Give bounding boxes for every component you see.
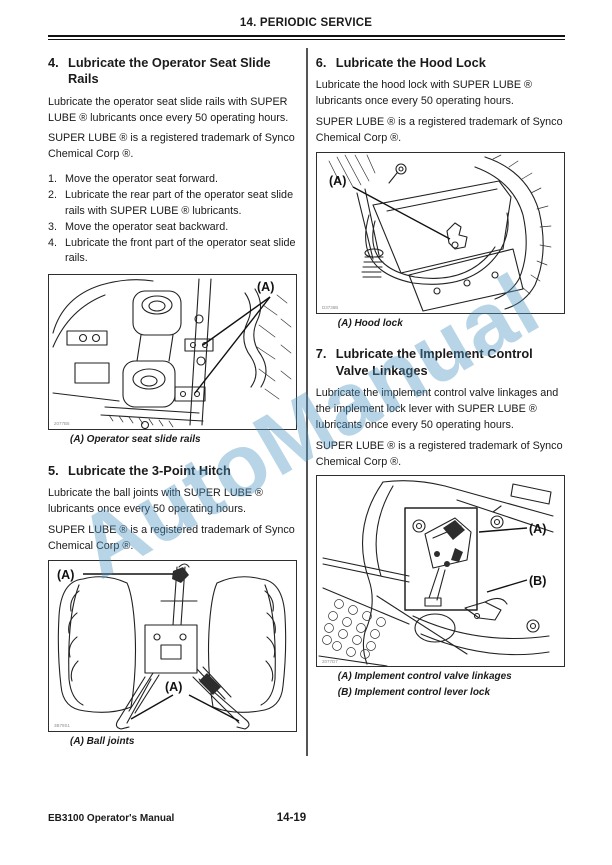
section-4-heading: 4. Lubricate the Operator Seat Slide Rai… xyxy=(48,55,297,88)
figure-caption: (A) Ball joints xyxy=(70,735,135,747)
footer-manual-title: EB3100 Operator's Manual xyxy=(48,813,175,824)
right-column: 6. Lubricate the Hood Lock Lubricate the… xyxy=(315,45,565,756)
page-header: 14. PERIODIC SERVICE xyxy=(0,0,612,40)
step-item: 2. Lubricate the rear part of the operat… xyxy=(48,188,297,220)
figure-label-a-top: (A) xyxy=(57,568,74,582)
figure-code: 3B79S1 xyxy=(54,723,71,728)
step-number: 4. xyxy=(48,236,58,249)
step-item: 1. Move the operator seat forward. xyxy=(48,172,297,188)
section-title: Lubricate the Hood Lock xyxy=(335,55,486,70)
trademark-paragraph: SUPER LUBE ® is a registered trademark o… xyxy=(315,439,563,468)
section-number: 5. xyxy=(48,462,59,478)
chapter-title: 14. PERIODIC SERVICE xyxy=(239,17,373,29)
step-item: 3. Move the operator seat backward. xyxy=(48,220,297,236)
trademark-paragraph: SUPER LUBE ® is a registered trademark o… xyxy=(315,116,563,144)
step-text: Move the operator seat forward. xyxy=(65,173,219,186)
trademark-paragraph: SUPER LUBE ® is a registered trademark o… xyxy=(48,132,295,161)
figure-code: D3738B xyxy=(322,305,338,310)
body-paragraph: Lubricate the hood lock with SUPER LUBE … xyxy=(315,79,532,108)
footer-page-number: 14-19 xyxy=(276,812,307,824)
body-paragraph: Lubricate the implement control valve li… xyxy=(315,387,559,431)
step-item: 4. Lubricate the front part of the opera… xyxy=(48,236,297,268)
step-number: 3. xyxy=(48,220,58,233)
section-number: 6. xyxy=(315,55,327,70)
step-number: 2. xyxy=(48,189,58,202)
section-title: Lubricate the Operator Seat Slide Rails xyxy=(68,55,271,87)
figure-code: 2077B5 xyxy=(54,421,70,426)
figure-seat-slide-rails: (A) 2077B5 xyxy=(48,274,298,431)
figure-label-a: (A) xyxy=(529,522,546,536)
content-columns: 4. Lubricate the Operator Seat Slide Rai… xyxy=(48,45,565,756)
section-7-heading: 7. Lubricate the Implement Control Valve… xyxy=(316,346,565,379)
figure-caption-b: (B) Implement control lever lock xyxy=(337,686,491,698)
body-paragraph: Lubricate the ball joints with SUPER LUB… xyxy=(48,487,263,516)
section-number: 7. xyxy=(315,346,327,362)
figure-code: 2077D7 xyxy=(322,659,338,664)
figure-label-a: (A) xyxy=(329,174,346,188)
figure-label-a: (A) xyxy=(257,280,274,294)
figure-ball-joints: (A) (A) 3B79S1 xyxy=(48,559,298,732)
implement-control-illustration: (A) (B) 2077D7 xyxy=(318,480,554,667)
section-6-heading: 6. Lubricate the Hood Lock xyxy=(316,55,565,71)
step-number: 1. xyxy=(48,173,58,186)
section-title: Lubricate the Implement Control Valve Li… xyxy=(335,346,533,378)
hood-lock-illustration: (A) D3738B xyxy=(322,154,552,312)
figure-label-b: (B) xyxy=(529,574,546,588)
step-text: Lubricate the front part of the operator… xyxy=(65,236,296,265)
ball-joints-illustration: (A) (A) 3B79S1 xyxy=(54,563,287,730)
figure-label-a-bottom: (A) xyxy=(165,680,182,694)
trademark-paragraph: SUPER LUBE ® is a registered trademark o… xyxy=(48,523,295,552)
left-column: 4. Lubricate the Operator Seat Slide Rai… xyxy=(48,45,298,756)
step-text: Lubricate the rear part of the operator … xyxy=(65,189,294,217)
seat-slide-rails-illustration: (A) 2077B5 xyxy=(52,278,292,430)
body-paragraph: Lubricate the operator seat slide rails … xyxy=(48,95,289,124)
step-text: Move the operator seat backward. xyxy=(65,220,229,233)
figure-hood-lock: (A) D3738B xyxy=(315,151,565,314)
figure-implement-control: (A) (B) 2077D7 xyxy=(315,475,565,668)
column-divider xyxy=(306,48,308,756)
figure-caption-a: (A) Implement control valve linkages xyxy=(337,671,512,683)
section-5-heading: 5. Lubricate the 3-Point Hitch xyxy=(48,463,297,479)
figure-caption: (A) Hood lock xyxy=(337,317,403,329)
figure-caption: (A) Operator seat slide rails xyxy=(70,434,201,446)
procedure-steps: 1. Move the operator seat forward. 2. Lu… xyxy=(48,172,297,267)
section-title: Lubricate the 3-Point Hitch xyxy=(68,462,231,478)
header-rule xyxy=(48,35,565,40)
section-number: 4. xyxy=(48,55,59,70)
